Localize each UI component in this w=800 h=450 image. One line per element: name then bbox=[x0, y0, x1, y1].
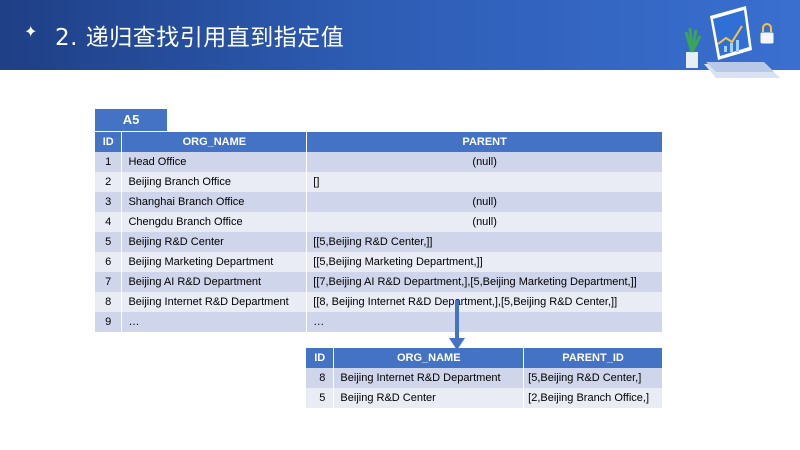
slide-title: 2. 递归查找引用直到指定值 bbox=[55, 25, 345, 51]
table-row: 9 … … bbox=[95, 312, 663, 332]
bullet-star-icon: ✦ bbox=[24, 22, 38, 41]
row-id: 6 bbox=[95, 252, 123, 272]
row-id: 4 bbox=[95, 212, 123, 232]
table-header-row: ID ORG_NAME PARENT bbox=[95, 132, 663, 152]
column-header-id: ID bbox=[306, 348, 335, 368]
down-arrow-icon bbox=[449, 300, 465, 350]
row-parent-id: [2,Beijing Branch Office,] bbox=[523, 388, 663, 408]
row-id: 9 bbox=[95, 312, 123, 332]
recursion-result-table: ID ORG_NAME PARENT_ID 8 Beijing Internet… bbox=[306, 348, 663, 408]
row-id: 8 bbox=[95, 292, 123, 312]
column-header-id: ID bbox=[95, 132, 123, 152]
row-org-name: Beijing Branch Office bbox=[121, 172, 308, 192]
column-header-org-name: ORG_NAME bbox=[121, 132, 308, 152]
row-id: 8 bbox=[306, 368, 335, 388]
table-row: 2 Beijing Branch Office [] bbox=[95, 172, 663, 192]
row-parent: (null) bbox=[306, 152, 663, 172]
row-parent: [[7,Beijing AI R&D Department,],[5,Beiji… bbox=[306, 272, 663, 292]
row-parent-id: [5,Beijing R&D Center,] bbox=[523, 368, 663, 388]
table-row: 3 Shanghai Branch Office (null) bbox=[95, 192, 663, 212]
row-parent: … bbox=[306, 312, 663, 332]
plant-icon bbox=[684, 27, 702, 68]
row-parent: (null) bbox=[306, 192, 663, 212]
table-row: 1 Head Office (null) bbox=[95, 152, 663, 172]
row-parent: [] bbox=[306, 172, 663, 192]
row-org-name: Beijing R&D Center bbox=[121, 232, 308, 252]
table-row: 8 Beijing Internet R&D Department [[8, B… bbox=[95, 292, 663, 312]
row-parent: [[5,Beijing Marketing Department,]] bbox=[306, 252, 663, 272]
row-id: 7 bbox=[95, 272, 123, 292]
table-row: 7 Beijing AI R&D Department [[7,Beijing … bbox=[95, 272, 663, 292]
row-org-name: Shanghai Branch Office bbox=[121, 192, 308, 212]
row-org-name: Beijing AI R&D Department bbox=[121, 272, 308, 292]
row-org-name: … bbox=[121, 312, 308, 332]
row-org-name: Beijing Internet R&D Department bbox=[333, 368, 525, 388]
row-org-name: Chengdu Branch Office bbox=[121, 212, 308, 232]
cell-reference-tag: A5 bbox=[95, 109, 167, 131]
row-id: 5 bbox=[95, 232, 123, 252]
org-parent-table: ID ORG_NAME PARENT 1 Head Office (null) … bbox=[95, 132, 663, 332]
row-org-name: Beijing Internet R&D Department bbox=[121, 292, 308, 312]
slide-header: ✦ 2. 递归查找引用直到指定值 bbox=[0, 0, 800, 70]
row-org-name: Beijing R&D Center bbox=[333, 388, 525, 408]
table-row: 4 Chengdu Branch Office (null) bbox=[95, 212, 663, 232]
row-org-name: Beijing Marketing Department bbox=[121, 252, 308, 272]
row-parent: [[5,Beijing R&D Center,]] bbox=[306, 232, 663, 252]
row-org-name: Head Office bbox=[121, 152, 308, 172]
lock-icon bbox=[759, 23, 775, 45]
row-parent: [[8, Beijing Internet R&D Department,],[… bbox=[306, 292, 663, 312]
table-row: 6 Beijing Marketing Department [[5,Beiji… bbox=[95, 252, 663, 272]
column-header-parent-id: PARENT_ID bbox=[523, 348, 663, 368]
row-id: 1 bbox=[95, 152, 123, 172]
table-row: 8 Beijing Internet R&D Department [5,Bei… bbox=[306, 368, 663, 388]
row-parent: (null) bbox=[306, 212, 663, 232]
column-header-org-name: ORG_NAME bbox=[333, 348, 525, 368]
row-id: 2 bbox=[95, 172, 123, 192]
row-id: 5 bbox=[306, 388, 335, 408]
table-header-row: ID ORG_NAME PARENT_ID bbox=[306, 348, 663, 368]
column-header-parent: PARENT bbox=[306, 132, 663, 152]
laptop-chart-icon bbox=[684, 6, 780, 78]
table-row: 5 Beijing R&D Center [[5,Beijing R&D Cen… bbox=[95, 232, 663, 252]
table-row: 5 Beijing R&D Center [2,Beijing Branch O… bbox=[306, 388, 663, 408]
row-id: 3 bbox=[95, 192, 123, 212]
